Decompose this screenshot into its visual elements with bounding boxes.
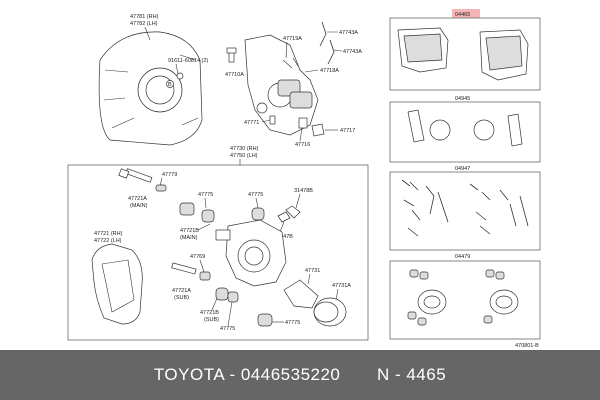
backing-plate-47721 [91,243,143,325]
label-47710A: 47710A [225,72,244,78]
reference-number: 470801-B [515,343,539,349]
label-47722: 47722 (LH) [94,238,122,244]
label-47782: 47782 (LH) [130,21,158,27]
bushing-47775-1 [179,202,195,216]
bleeder-31478B [285,205,301,219]
label-47717: 47717 [340,128,355,134]
kit-box-04465 [389,17,541,91]
label-47775-4: 47775 [285,320,300,326]
label-04945: 04945 [455,96,470,102]
label-47721B-main: 47721B [180,228,199,234]
kit-box-04947 [389,171,541,251]
label-91611-60814: 91611-60814 (2) [168,58,208,64]
label-47769: 47769 [190,254,205,260]
label-47718A: 47718A [320,68,339,74]
highlight-04465 [452,9,480,18]
callout-b-circle [166,80,174,88]
label-47730: 47730 (RH) [230,146,259,152]
label-31478B: 31478B [294,188,313,194]
label-47721A-main: 47721A [128,196,147,202]
kit-04947-group: 04947 [389,166,541,251]
kit-box-04479 [389,260,541,340]
footer-bar: TOYOTA - 0446535220 N - 4465 [0,350,600,400]
label-47731A: 47731A [332,283,351,289]
dust-cover-group: 47781 (RH) 47782 (LH) 91611-60814 (2) B [98,14,208,146]
bolt-47710A [228,51,235,63]
kit-box-04945 [389,101,541,163]
label-47721: 47721 (RH) [94,231,123,237]
shim-b [507,113,523,147]
caliper-kit-box [67,164,369,341]
label-47771: 47771 [244,120,259,126]
kit-04465-group: 04465 [389,9,541,91]
label-04479: 04479 [455,254,470,260]
label-47750: 47750 (LH) [230,153,258,159]
label-47775-1: 47775 [198,192,213,198]
label-04465: 04465 [455,12,470,18]
label-47731: 47731 [305,268,320,274]
bushing-47775-4 [257,313,273,327]
piston-boot-47731 [283,279,319,309]
label-sub-1: (SUB) [174,295,189,301]
label-sub-2: (SUB) [204,317,219,323]
label-04947: 04947 [455,166,470,172]
slide-pin-sub [171,262,197,275]
clip-set-b [469,183,491,235]
kit-04479-group: 04479 [389,254,541,340]
label-47743A-1: 47743A [339,30,358,36]
slide-pin-main [125,168,153,183]
label-b: B [168,82,172,88]
caliper-bracket-group: 47710A 47719A 47743A 47743A 47718A 47771… [225,21,362,148]
clip-set-a [401,179,421,237]
shim-disc-b [473,119,495,141]
label-47779: 47779 [162,172,177,178]
caliper-parts-group: 47779 47721A (MAIN) 47775 47775 31478B 4… [91,168,351,332]
label-47721B-sub: 47721B [200,310,219,316]
label-47547B: 47547B [274,234,293,240]
boot-47779 [155,184,167,192]
label-47719A: 47719A [283,36,302,42]
bushing-47775-2 [251,207,265,221]
label-47716: 47716 [295,142,310,148]
label-main-1: (MAIN) [130,203,148,209]
label-47775-3: 47775 [220,326,235,332]
kit-04945-group: 04945 [389,96,541,163]
footer-part-number: TOYOTA - 0446535220 N - 4465 [153,365,447,384]
bushing-47775-3 [215,287,229,301]
label-47775-2: 47775 [248,192,263,198]
label-47721A-sub: 47721A [172,288,191,294]
brake-parts-diagram: 47781 (RH) 47782 (LH) 91611-60814 (2) B … [67,9,541,349]
label-47743A-2: 47743A [343,49,362,55]
label-main-2: (MAIN) [180,235,198,241]
label-47781: 47781 (RH) [130,14,159,20]
shim-disc-a [429,119,451,141]
shim-a [407,109,425,143]
